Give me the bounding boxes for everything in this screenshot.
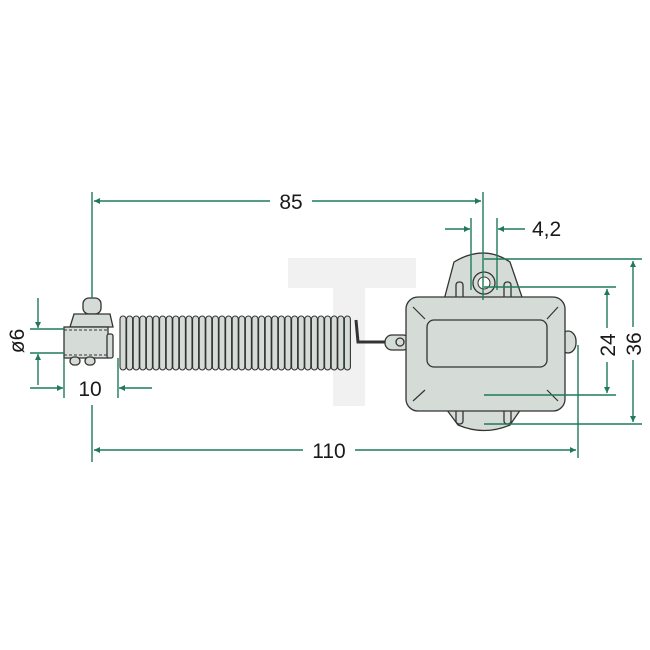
dimension-36: 36 [484,258,646,425]
spring-coil [310,315,318,371]
spring-coil [211,315,219,371]
spring-coil [297,315,305,371]
spring-coil [238,315,246,371]
spring-coil [139,315,147,371]
spring-coil [132,315,140,371]
spring-coil [218,315,226,371]
dimension-label-36: 36 [623,332,646,355]
dimension-label-diameter-6: ø6 [6,329,29,354]
spring-coil [172,315,180,371]
spring-coil [152,315,160,371]
dimension-label-110: 110 [312,440,345,463]
dimension-label-10: 10 [78,378,101,401]
spring-coil [159,315,167,371]
spring-coil [324,315,332,371]
spring-coil [337,315,345,371]
dimension-10: 10 [30,358,152,401]
dimension-label-85: 85 [279,191,302,214]
spring-coil [126,315,134,371]
spring-coil [251,315,259,371]
eye-bolt [63,297,114,366]
switch-body [405,252,577,432]
dimension-label-4-2: 4,2 [532,218,561,241]
spring-coil [291,315,299,371]
spring-coil [165,315,173,371]
spring-coil [317,315,325,371]
spring-coil [145,315,153,371]
tension-spring [119,315,351,371]
spring-coil [231,315,239,371]
spring-coil [178,315,186,371]
dimension-diameter-6: ø6 [6,298,64,385]
spring-coil [304,315,312,371]
dimension-85: 85 [91,191,484,462]
spring-coil [185,315,193,371]
spring-coil [225,315,233,371]
dimension-24: 24 [484,286,620,396]
dimension-4-2: 4,2 [445,218,561,290]
spring-coil [343,315,351,371]
dimension-label-24: 24 [597,333,620,357]
spring-coil [198,315,206,371]
spring-coil [284,315,292,371]
spring-coil [271,315,279,371]
spring-coil [264,315,272,371]
dimension-110: 110 [94,345,579,463]
spring-coil [277,315,285,371]
spring-coil [119,315,127,371]
spring-coil [205,315,213,371]
spring-coil [258,315,266,371]
spring-coil [244,315,252,371]
spring-coil [192,315,200,371]
spring-coil [330,315,338,371]
